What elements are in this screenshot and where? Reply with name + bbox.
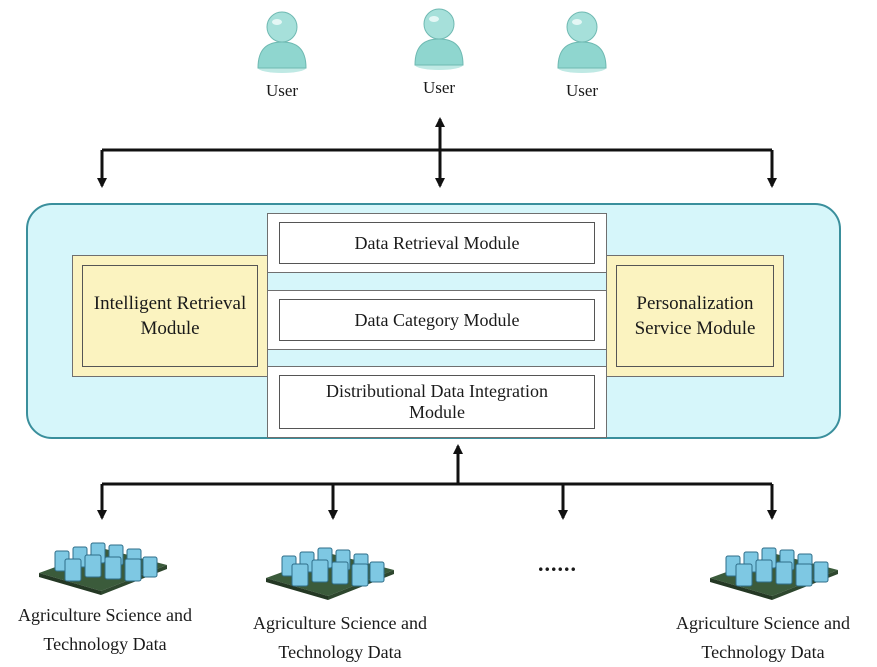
database-cluster-icon <box>39 542 167 595</box>
intelligent-retrieval-module-box: Intelligent Retrieval Module <box>72 255 268 377</box>
user-icon <box>414 8 464 70</box>
data-category-layer: Data Category Module <box>267 290 607 350</box>
user-icon <box>257 11 307 73</box>
distributional-data-integration-module: Distributional Data Integration Module <box>279 375 595 429</box>
user-label: User <box>565 81 599 100</box>
data-retrieval-layer: Data Retrieval Module <box>267 213 607 273</box>
user-3: User <box>537 8 627 101</box>
user-icon <box>557 11 607 73</box>
more-sources-ellipsis: ...... <box>538 551 577 576</box>
user-1: User <box>237 8 327 101</box>
data-source-label: Agriculture Science and Technology Data <box>18 605 192 654</box>
user-label: User <box>265 81 299 100</box>
data-source-label: Agriculture Science and Technology Data <box>253 613 427 662</box>
data-category-module: Data Category Module <box>279 299 595 341</box>
personalization-service-module-box: Personalization Service Module <box>606 255 784 377</box>
data-source-label: Agriculture Science and Technology Data <box>676 613 850 662</box>
intelligent-retrieval-module: Intelligent Retrieval Module <box>82 265 258 367</box>
user-2: User <box>394 5 484 98</box>
database-cluster-icon <box>710 547 838 600</box>
user-label: User <box>422 78 456 97</box>
personalization-service-module: Personalization Service Module <box>616 265 774 367</box>
database-cluster-icon <box>266 547 394 600</box>
data-retrieval-module: Data Retrieval Module <box>279 222 595 264</box>
data-integration-layer: Distributional Data Integration Module <box>267 366 607 438</box>
